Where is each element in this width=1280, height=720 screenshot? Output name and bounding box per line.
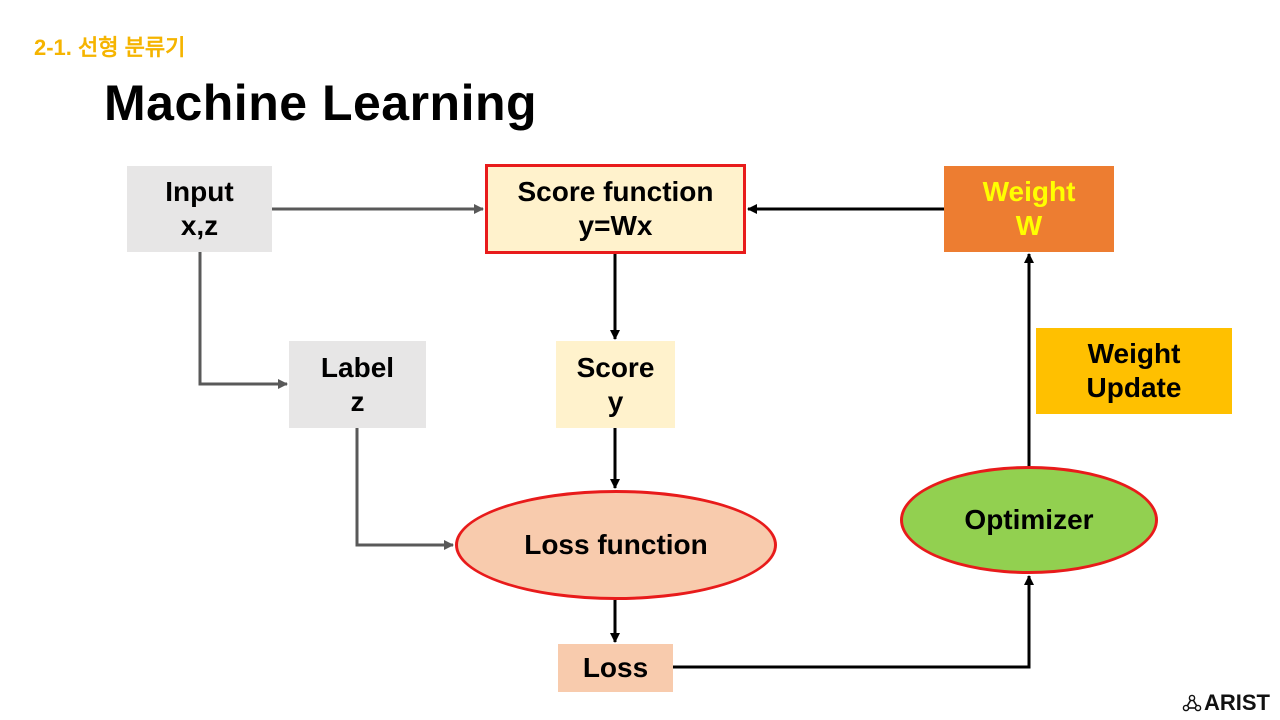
score-function-node: Score function y=Wx (485, 164, 746, 254)
weight-node-symbol: W (1015, 210, 1043, 241)
weight-node-title: Weight (982, 176, 1076, 208)
arrow-label-to-loss-function (355, 428, 454, 550)
arrow-input-to-label (198, 252, 288, 389)
input-node-title: Input (165, 176, 234, 208)
weight-update-line1: Weight (1087, 338, 1181, 370)
label-node-title: Label (320, 351, 395, 383)
score-function-title: Score function (517, 176, 714, 208)
arist-logo: ARIST (1182, 690, 1270, 716)
input-node-vars: x,z (180, 210, 219, 241)
arrow-loss-to-optimizer (673, 575, 1034, 669)
logo-text: ARIST (1204, 690, 1270, 715)
section-label: 2-1. 선형 분류기 (34, 35, 186, 60)
loss-function-node: Loss function (455, 490, 777, 600)
weight-update-line2: Update (1086, 372, 1182, 403)
weight-update-node: Weight Update (1036, 328, 1232, 414)
score-node-symbol: y (607, 385, 624, 417)
optimizer-label: Optimizer (964, 504, 1094, 536)
label-node-symbol: z (350, 385, 365, 417)
molecule-icon (1182, 694, 1202, 712)
loss-label: Loss (582, 652, 649, 684)
weight-node: Weight W (944, 166, 1114, 252)
input-node: Input x,z (127, 166, 272, 252)
score-function-formula: y=Wx (578, 210, 653, 241)
loss-node: Loss (558, 644, 673, 692)
slide-title: Machine Learning (104, 75, 538, 131)
loss-function-label: Loss function (524, 529, 708, 561)
score-node: Score y (556, 341, 675, 428)
score-node-title: Score (576, 351, 655, 383)
label-node: Label z (289, 341, 426, 428)
optimizer-node: Optimizer (900, 466, 1158, 574)
